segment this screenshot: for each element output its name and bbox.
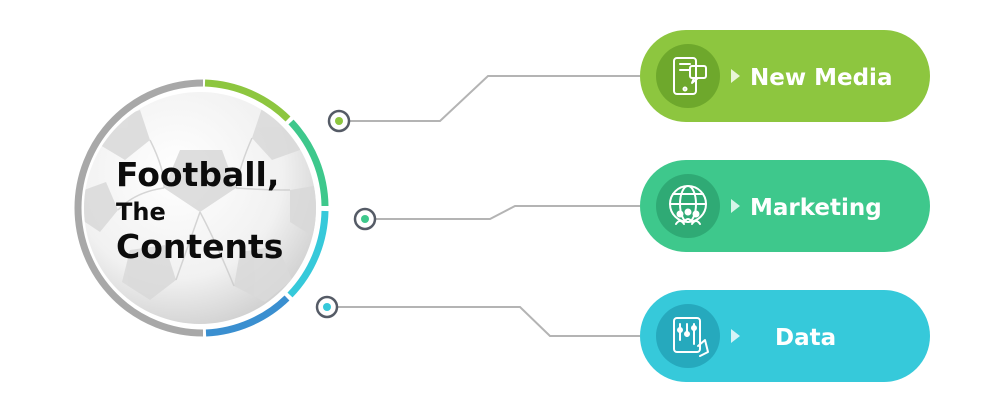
ring-arc-gray — [74, 79, 204, 337]
title-line-2: The — [116, 198, 166, 226]
icon-badge — [656, 44, 720, 108]
smartphone-chat-icon — [673, 57, 707, 95]
ring-arc-cyan — [287, 210, 329, 298]
connector-line-marketing — [376, 205, 640, 220]
center-title: Football, The Contents — [116, 155, 283, 266]
pill-label-data: Data — [775, 325, 836, 351]
node-dot — [361, 215, 369, 223]
node-marketing — [353, 207, 377, 231]
play-arrow-icon — [731, 69, 740, 83]
pill-marketing[interactable]: Marketing — [640, 160, 930, 252]
node-dot — [335, 117, 343, 125]
soccer-ball-icon — [84, 92, 316, 324]
title-line-3: Contents — [116, 227, 283, 266]
title-line-1: Football, — [116, 155, 279, 194]
globe-people-icon — [669, 185, 707, 225]
icon-badge — [656, 174, 720, 238]
outer-ring — [74, 79, 329, 337]
connector-line-new-media — [350, 75, 640, 122]
connectors — [338, 75, 640, 337]
tablet-data-icon — [673, 317, 709, 357]
pill-new-media[interactable]: New Media — [640, 30, 930, 122]
ring-arc-teal — [288, 119, 329, 207]
node-dot — [323, 303, 331, 311]
pill-data[interactable]: Data — [640, 290, 930, 382]
node-data — [315, 295, 339, 319]
play-arrow-icon — [731, 329, 740, 343]
ring-arc-blue — [205, 295, 290, 337]
pill-label-marketing: Marketing — [750, 195, 882, 221]
pill-label-new-media: New Media — [750, 65, 892, 91]
node-new-media — [327, 109, 351, 133]
play-arrow-icon — [731, 199, 740, 213]
connector-line-data — [338, 306, 640, 337]
ring-arc-green — [204, 79, 291, 122]
